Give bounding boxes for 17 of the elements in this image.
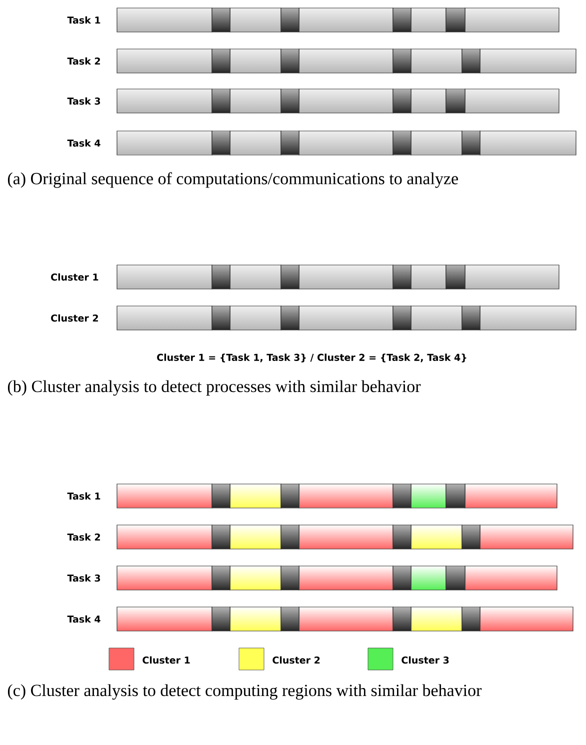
cluster-note: Cluster 1 = {Task 1, Task 3} / Cluster 2 = {Task 2, Task 4} (157, 354, 466, 362)
legend-label: Cluster 3 (402, 656, 449, 664)
legend-label: Cluster 1 (142, 656, 190, 664)
row-label: Task 3 (67, 574, 100, 582)
row-label: Task 2 (67, 533, 100, 541)
row-label: Task 4 (67, 615, 100, 623)
row-label: Task 4 (67, 139, 100, 147)
row-label: Task 1 (67, 492, 100, 500)
row-label: Cluster 1 (51, 273, 98, 281)
caption: (a) Original sequence of computations/communications to analyze (8, 172, 458, 188)
row-label: Task 3 (67, 97, 100, 105)
caption: (c) Cluster analysis to detect computing regions with similar behavior (8, 684, 482, 700)
caption: (b) Cluster analysis to detect processes with similar behavior (8, 380, 421, 396)
row-label: Task 2 (67, 57, 100, 65)
row-label: Cluster 2 (51, 314, 98, 322)
row-label: Task 1 (67, 16, 100, 24)
legend-label: Cluster 2 (272, 656, 320, 664)
